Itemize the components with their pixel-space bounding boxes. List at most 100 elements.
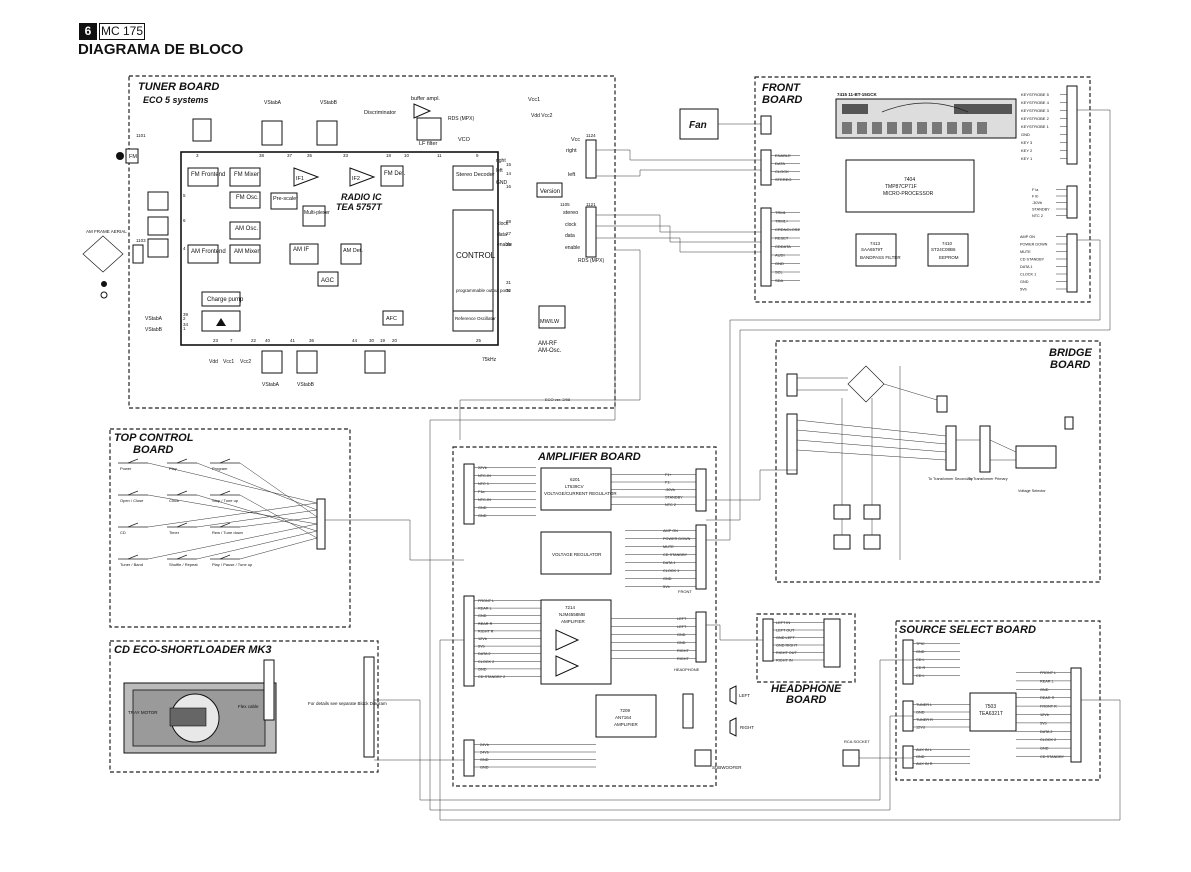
bridge-diode-c xyxy=(833,534,851,550)
right-out-label: right xyxy=(566,148,577,154)
tuner-pin-number: 6 xyxy=(183,218,186,223)
bandpass-filter-id: 7413 xyxy=(870,241,881,246)
buffer-ampl-label: buffer ampl. xyxy=(411,96,440,102)
am-det-label: AM Det. xyxy=(343,248,363,254)
am-det-block xyxy=(340,243,362,265)
front-board-title: FRONT xyxy=(762,82,801,94)
headphone-frame xyxy=(756,613,856,683)
tuner-pin-number: 44 xyxy=(352,338,358,343)
amp-pin-label: MUTE xyxy=(663,545,674,549)
key-label: Rew / Tune down xyxy=(212,530,243,535)
discriminator-label: Discriminator xyxy=(364,110,396,116)
ref-osc-label: Reference Oscillator xyxy=(455,316,496,321)
amp-pin-label: 22Vb xyxy=(478,466,487,470)
clock-label: clock xyxy=(497,221,509,227)
stereo-decoder-label: Stereo Decoder xyxy=(456,172,495,178)
amp-pin-label: LEFT xyxy=(677,625,687,629)
interconnect-wire xyxy=(706,469,797,501)
multiplexer-label: Multi-plexer xyxy=(304,210,330,216)
key-switch-contact xyxy=(176,522,188,528)
source-pin-label: GND xyxy=(916,650,925,654)
key-wire xyxy=(147,502,318,528)
key-label: Shuffle / Repeat xyxy=(169,562,199,567)
conn-1103: 1103 xyxy=(136,238,146,243)
enable-label: enable xyxy=(497,242,512,248)
rds-mpx2-label: RDS (MPX) xyxy=(578,258,604,264)
headphone-conn xyxy=(762,618,774,662)
amp-pin-label: NTC-IN xyxy=(478,474,491,478)
tuner-board: TUNER BOARD ECO 5 systems RADIO IC TEA 5… xyxy=(82,75,616,409)
eeprom-id: 7410 xyxy=(942,241,953,246)
regulator-1-block xyxy=(540,467,612,511)
amplifier-2-desc: AMPLIFIER xyxy=(614,722,639,727)
agc-label: AGC xyxy=(321,278,335,284)
amp-pin-label: RIGHT R xyxy=(478,629,494,633)
amp-pin-label: GND xyxy=(663,577,672,581)
key-label: Program xyxy=(212,466,228,471)
headphone-title: HEADPHONE xyxy=(771,683,842,695)
front-pin-label: KEYSTROBE 1 xyxy=(1021,124,1050,129)
fm-test-point-icon xyxy=(116,152,124,160)
amp-pin-label: GND xyxy=(478,614,487,618)
tuner-board-frame xyxy=(128,75,616,409)
vcc1-pin-label: Vcc1 xyxy=(223,359,234,365)
bridge-board-title: BRIDGE xyxy=(1049,347,1092,359)
bridge-wire xyxy=(796,419,947,437)
interconnect-wire xyxy=(374,659,913,801)
amp-pin-label: AMP ON xyxy=(663,529,678,533)
amp-pin-label: GND xyxy=(677,641,686,645)
regulator-1-name: LT639CV xyxy=(565,484,584,489)
interconnect-wire xyxy=(596,169,761,177)
key-label: Stop / Tune up xyxy=(212,498,239,503)
vcc1-label: Vcc1 xyxy=(528,97,540,103)
left-pin-label: left xyxy=(496,168,503,174)
source-pin-label: CD R xyxy=(916,666,926,670)
fan-label: Fan xyxy=(689,120,707,131)
control-block xyxy=(452,209,494,323)
front-pin-label: F lb xyxy=(1032,195,1038,199)
tuner-pin-number: 35 xyxy=(307,153,313,158)
eeprom-desc: EEPROM xyxy=(939,255,959,260)
conn-1124: 1124 xyxy=(586,133,596,138)
bridge-note-2: To Transformer Primary xyxy=(968,477,1008,481)
source-pin-label: REAR L xyxy=(1040,679,1054,683)
tuner-pin-number: 37 xyxy=(287,153,293,158)
source-pin-label: AUX IN R xyxy=(916,762,933,766)
amp-conn-top-right xyxy=(695,468,707,512)
key-wire xyxy=(196,462,318,511)
page-number: 6 xyxy=(79,23,97,40)
tuner-pin-number: 15 xyxy=(506,162,512,167)
vstab-a-top-label: VStabA xyxy=(264,100,282,106)
tuner-pin-number: 1 xyxy=(183,326,186,331)
front-conn-a xyxy=(760,149,772,186)
key-wire xyxy=(239,516,318,528)
headphone-title-2: BOARD xyxy=(786,694,826,706)
source-pin-label: GND xyxy=(1040,688,1049,692)
key-label: Play xyxy=(169,466,177,471)
front-pin-label: 5Vb xyxy=(1020,288,1027,292)
amplifier-1-name: NJM4558MB xyxy=(559,612,585,617)
lcd-arc xyxy=(881,102,969,113)
left-speaker-label: LEFT xyxy=(739,693,750,698)
amp-pin-label: -30Vb xyxy=(665,488,675,492)
data-out-label: data xyxy=(565,233,575,239)
fm-osc-block xyxy=(229,191,261,209)
am-osc-label: AM Osc. xyxy=(235,226,258,232)
key-switch-contact xyxy=(176,490,188,496)
key-label: Timer xyxy=(169,530,180,535)
front-pin-label: NTC 2 xyxy=(1032,214,1043,218)
lf-filter-label: LF filter xyxy=(419,141,438,147)
front-pin-label: -30Vb xyxy=(1032,201,1042,205)
radio-ic-title: RADIO IC xyxy=(341,192,382,202)
bridge-board-title-2: BOARD xyxy=(1050,359,1090,371)
am-mixer-block xyxy=(229,244,261,264)
tuner-pin-number: 9 xyxy=(476,153,479,158)
tuner-pin-number: 40 xyxy=(265,338,271,343)
front-conn-label: FRONT xyxy=(678,589,692,594)
am-if-label: AM IF xyxy=(293,247,309,253)
gnd-pin-label: GND xyxy=(496,180,508,186)
mw-lw-switch xyxy=(538,305,566,329)
